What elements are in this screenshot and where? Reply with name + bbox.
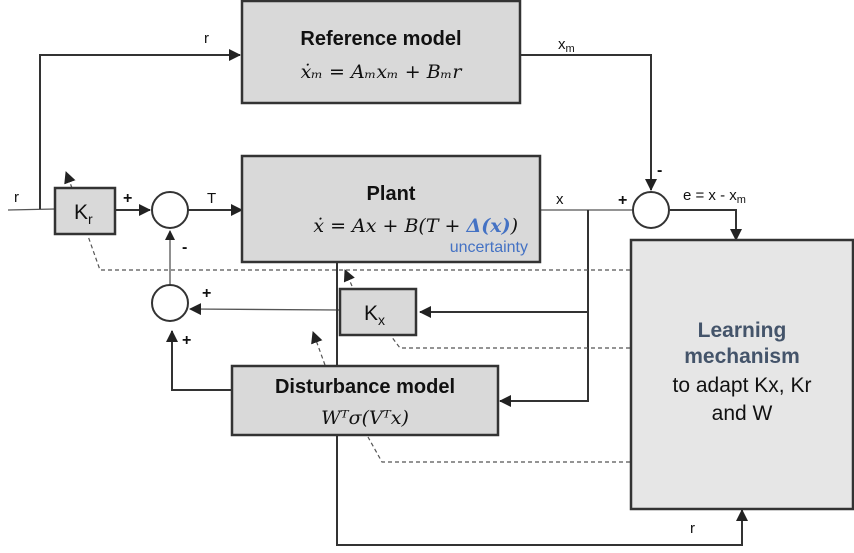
uncertainty-term: Δ(x) (466, 215, 511, 237)
adapt-kx-arrow (343, 269, 355, 287)
summing-junction-error (632, 191, 670, 229)
plant-title: Plant (367, 183, 416, 205)
input-r-wire (7, 208, 56, 211)
adapt-w-line (367, 436, 630, 463)
disturbance-to-sum2-wire (166, 330, 232, 391)
reference-model-equation: ẋₘ = Aₘxₘ + Bₘr (301, 61, 464, 83)
kx-gain-block (338, 287, 418, 337)
signal-xm: xm (558, 36, 575, 55)
sign-plus-kr: + (123, 190, 132, 207)
signal-r-input: r (14, 189, 19, 206)
plant-block (240, 154, 542, 264)
learning-mechanism-block (629, 238, 854, 511)
adapt-kr-line (87, 235, 630, 271)
reference-model-title: Reference model (300, 28, 461, 50)
signal-r-top: r (204, 30, 209, 47)
plant-equation: ẋ = Ax + B(T + Δ(x)) (313, 215, 518, 237)
disturbance-model-block (230, 364, 500, 437)
learning-mechanism-title-2: mechanism (684, 345, 800, 368)
disturbance-model-title: Disturbance model (275, 376, 455, 398)
kr-label: Kr (74, 201, 93, 227)
uncertainty-label: uncertainty (450, 239, 528, 256)
kx-label: Kx (364, 302, 385, 328)
learning-mechanism-text-1: to adapt Kx, Kr (673, 374, 812, 397)
xm-wire (520, 54, 657, 191)
sign-minus-feedback: - (182, 239, 187, 256)
summing-junction-torque (151, 191, 189, 229)
r-to-reference-wire (39, 49, 241, 209)
adapt-kx-line (390, 335, 630, 349)
adapt-w-arrow (311, 331, 326, 366)
signal-error: e = x - xm (683, 187, 746, 206)
disturbance-model-equation: Wᵀσ(Vᵀx) (321, 407, 409, 429)
signal-t: T (207, 190, 216, 207)
learning-mechanism-title-1: Learning (698, 319, 787, 342)
signal-r-bottom: r (690, 520, 695, 537)
reference-model-block (240, 0, 522, 105)
sign-plus-kx: + (202, 285, 211, 302)
summing-junction-feedback (151, 284, 189, 322)
error-to-learning-wire (670, 209, 742, 241)
kr-gain-block (53, 186, 117, 236)
sign-minus-xm: - (657, 162, 662, 179)
signal-x: x (556, 191, 564, 208)
learning-mechanism-text-2: and W (712, 402, 773, 425)
x-to-disturbance-wire (499, 210, 589, 407)
sign-plus-x: + (618, 192, 627, 209)
sign-plus-disturbance: + (182, 332, 191, 349)
kx-to-sum2-wire (189, 303, 341, 316)
adapt-kr-arrow (64, 171, 76, 189)
